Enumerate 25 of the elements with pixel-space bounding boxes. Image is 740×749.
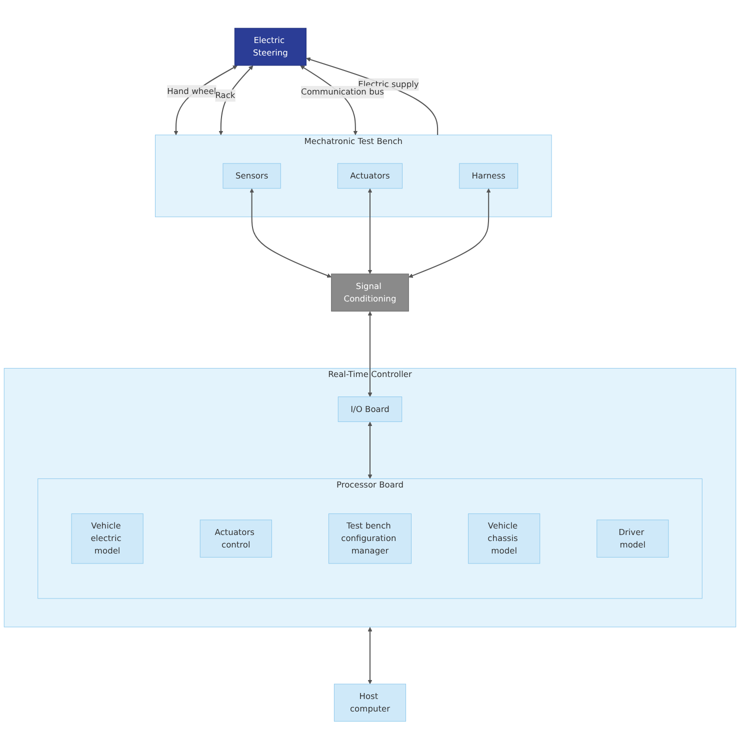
node-box: Driver model (596, 519, 669, 558)
edge-label: Electric supply (358, 79, 419, 89)
arrow (250, 188, 332, 278)
arrow (368, 188, 372, 274)
node-box: Sensors (222, 162, 281, 188)
edge-label: Rack (215, 90, 236, 100)
node-box: Electric Steering (234, 28, 306, 66)
arrow (368, 626, 372, 684)
node-box: Vehicle electric model (71, 513, 144, 564)
node-box: Host computer (334, 684, 406, 722)
node-box: Actuators (337, 162, 403, 188)
node-box: Harness (459, 162, 518, 188)
arrow (408, 188, 491, 278)
node-box: Actuators control (200, 519, 272, 558)
arrow (368, 310, 372, 397)
edge-label: Hand wheel (167, 86, 216, 96)
node-box: Signal Conditioning (331, 273, 409, 312)
arrow (306, 57, 438, 135)
arrow (174, 65, 238, 135)
arrow (368, 421, 372, 479)
arrow (218, 65, 254, 135)
node-box: I/O Board (338, 396, 402, 422)
node-box: Test bench configuration manager (328, 513, 412, 564)
node-box: Vehicle chassis model (468, 513, 540, 564)
edge-label: Communication bus (301, 86, 384, 96)
